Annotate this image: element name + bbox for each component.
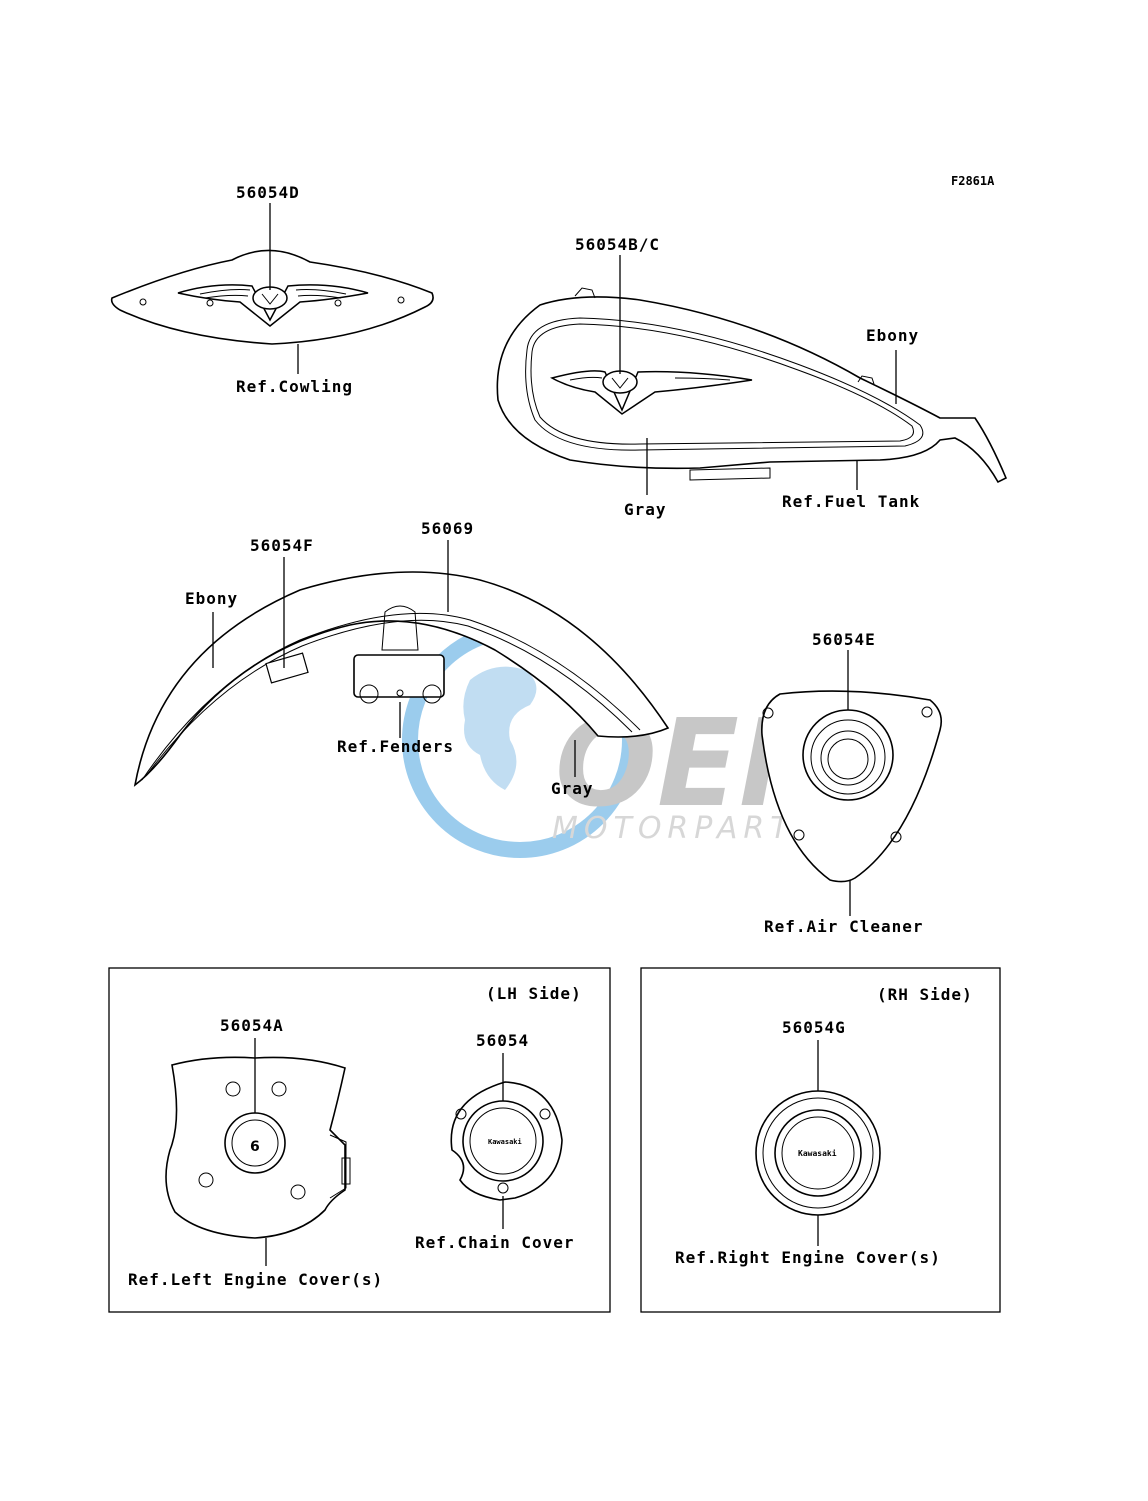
fuel-tank-part (496, 296, 1008, 484)
label-ref-right-engine-cover: Ref.Right Engine Cover(s) (675, 1248, 941, 1267)
label-56069: 56069 (421, 519, 474, 538)
lh-side-label: (LH Side) (486, 984, 582, 1003)
label-56054: 56054 (476, 1031, 529, 1050)
watermark-text: MOTORPARTS (552, 811, 820, 846)
label-56054G: 56054G (782, 1018, 846, 1037)
label-gray-fender: Gray (551, 779, 594, 798)
label-ebony-tank: Ebony (866, 326, 919, 345)
fender-badge-icon (265, 652, 309, 684)
label-ref-cowling: Ref.Cowling (236, 377, 353, 396)
label-56054A: 56054A (220, 1016, 284, 1035)
label-ebony-fender: Ebony (185, 589, 238, 608)
rh-side-label: (RH Side) (877, 985, 973, 1004)
fender-assembly: 56069 56054F Ebony Ref.Fenders Gray (133, 519, 670, 798)
chain-cover-badge: Kawasaki (488, 1138, 522, 1146)
tank-v-emblem-icon (550, 370, 753, 415)
label-ref-fenders: Ref.Fenders (337, 737, 454, 756)
label-ref-chain-cover: Ref.Chain Cover (415, 1233, 575, 1252)
rh-side-box: (RH Side) Kawasaki 56054G Ref.Right Engi… (640, 967, 1001, 1313)
label-56054F: 56054F (250, 536, 314, 555)
label-ref-fuel-tank: Ref.Fuel Tank (782, 492, 920, 511)
fuel-tank-assembly: 56054B/C Ebony Gray Ref.Fuel Tank (496, 235, 1008, 519)
watermark-continents-icon (463, 666, 537, 790)
label-ref-air-cleaner: Ref.Air Cleaner (764, 917, 924, 936)
cowling-assembly: 56054D Ref.Cowling (110, 183, 434, 396)
label-ref-left-engine-cover: Ref.Left Engine Cover(s) (128, 1270, 383, 1289)
air-cleaner-assembly: 56054E Ref.Air Cleaner (761, 630, 943, 936)
label-56054E: 56054E (812, 630, 876, 649)
left-cover-gauge-number: 6 (250, 1139, 260, 1155)
label-56054D: 56054D (236, 183, 300, 202)
label-56054BC: 56054B/C (575, 235, 660, 254)
label-gray-tank: Gray (624, 500, 667, 519)
lh-side-box: (LH Side) 6 56054A Ref.Left Engine Cover… (108, 967, 611, 1313)
cowling-v-emblem-icon (177, 284, 369, 327)
figure-id: F2861A (951, 174, 995, 188)
right-cover-badge: Kawasaki (798, 1148, 837, 1158)
